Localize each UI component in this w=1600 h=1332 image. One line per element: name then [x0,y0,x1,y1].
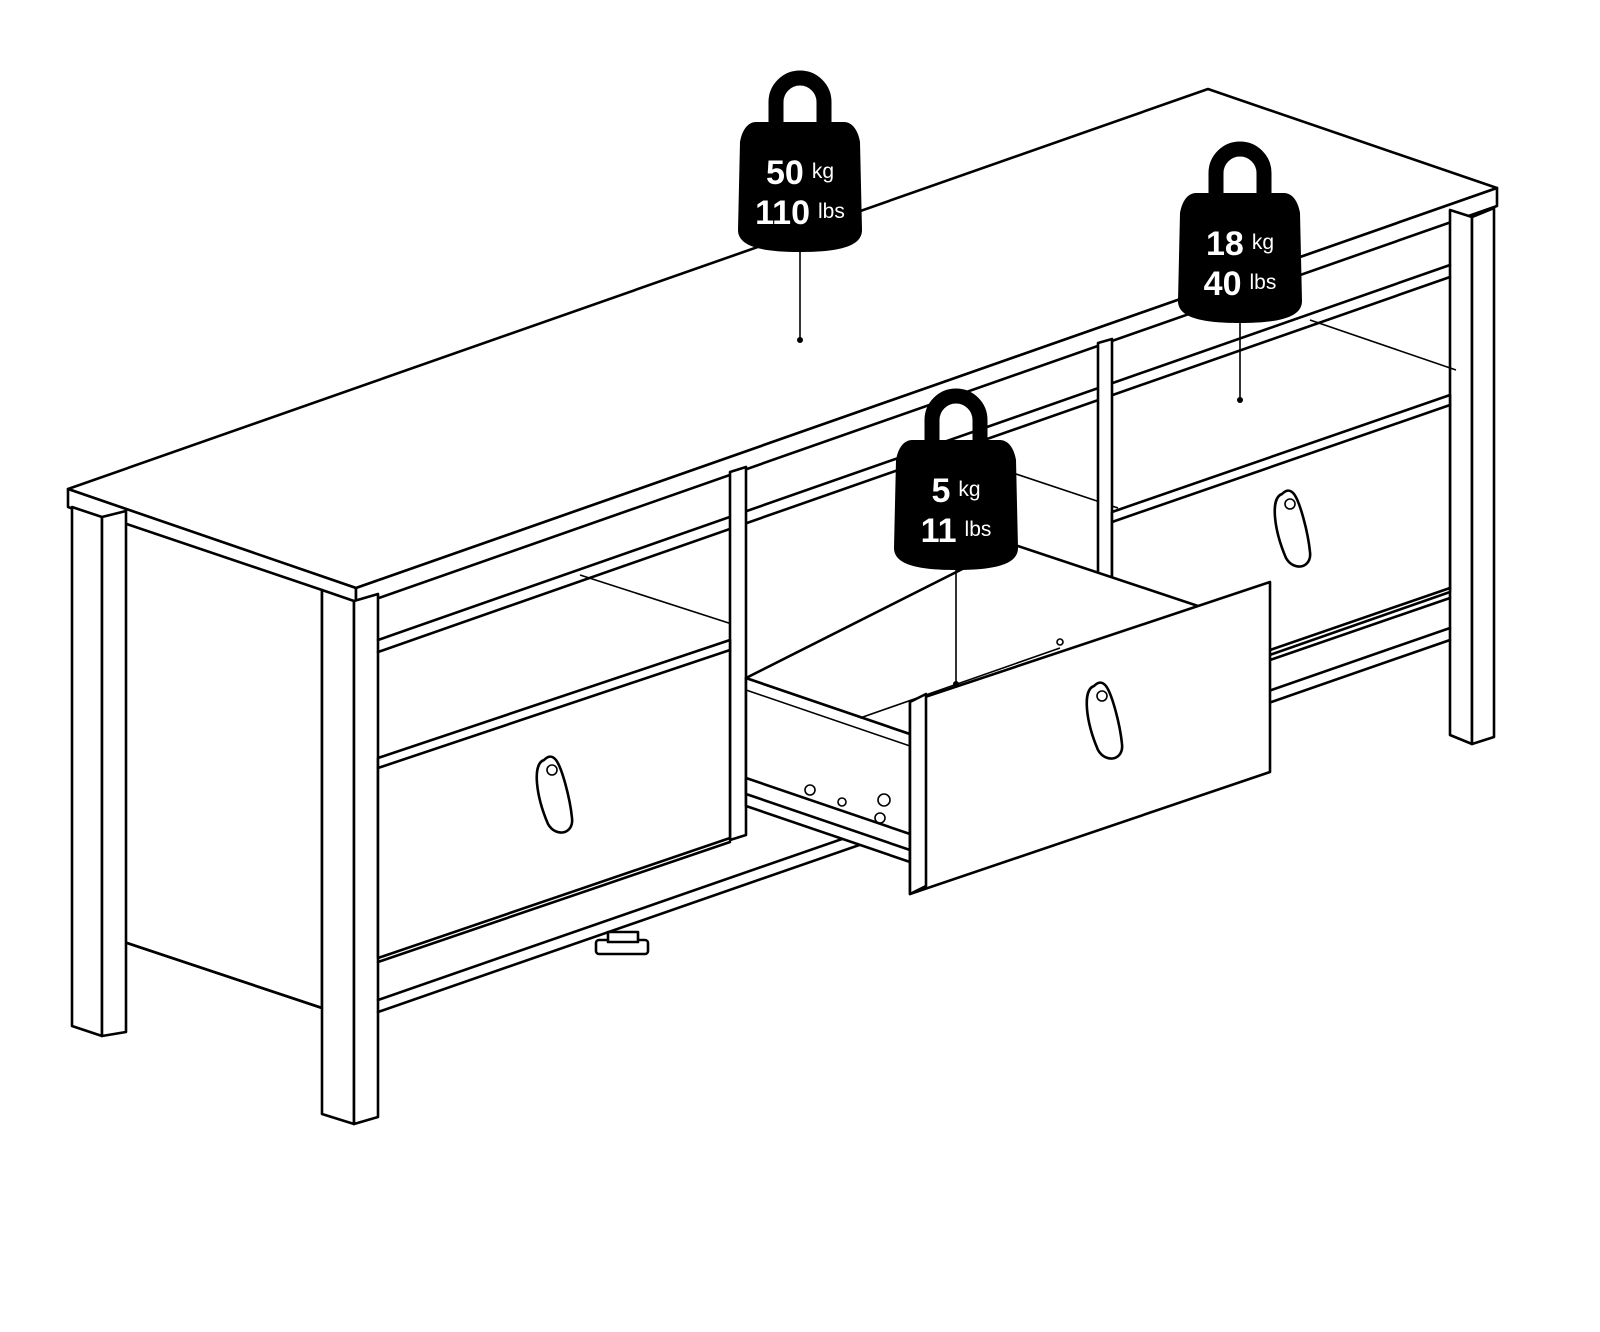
right-front-leg [1448,206,1496,746]
left-drawer [376,638,732,964]
center-divider-left [728,465,748,842]
weight-kg-value: 50 [766,154,804,192]
left-front-leg [320,588,380,1126]
weight-anchor-dot [953,681,959,687]
weight-kg-unit: kg [1252,231,1274,254]
weight-kg-value: 5 [931,472,950,510]
left-side-panel [110,517,324,1010]
center-drawer-leather-handle [1085,681,1124,760]
weight-lbs-value: 11 [921,512,957,550]
weight-shackle-icon [1208,141,1272,193]
weight-lbs-value: 40 [1204,265,1242,303]
weight-kg-unit: kg [958,478,980,501]
left-back-leg [70,505,128,1038]
adjustable-foot [594,930,650,956]
left-drawer-leather-handle [535,755,574,834]
weight-anchor-dot [1237,397,1243,403]
weight-lbs-unit: lbs [818,200,845,223]
weight-body-icon [1178,193,1302,323]
open-center-drawer [744,542,1272,896]
weight-lbs-value: 110 [755,194,810,232]
weight-anchor-dot [797,337,803,343]
weight-shackle-icon [924,388,988,440]
weight-lbs-unit: lbs [1249,271,1276,294]
weight-shackle-icon [768,70,832,122]
weight-body-icon [738,122,862,252]
right-drawer-leather-handle [1273,489,1312,568]
weight-kg-unit: kg [812,160,834,183]
weight-lbs-unit: lbs [965,518,992,541]
weight-body-icon [894,440,1018,570]
weight-kg-value: 18 [1206,225,1244,263]
